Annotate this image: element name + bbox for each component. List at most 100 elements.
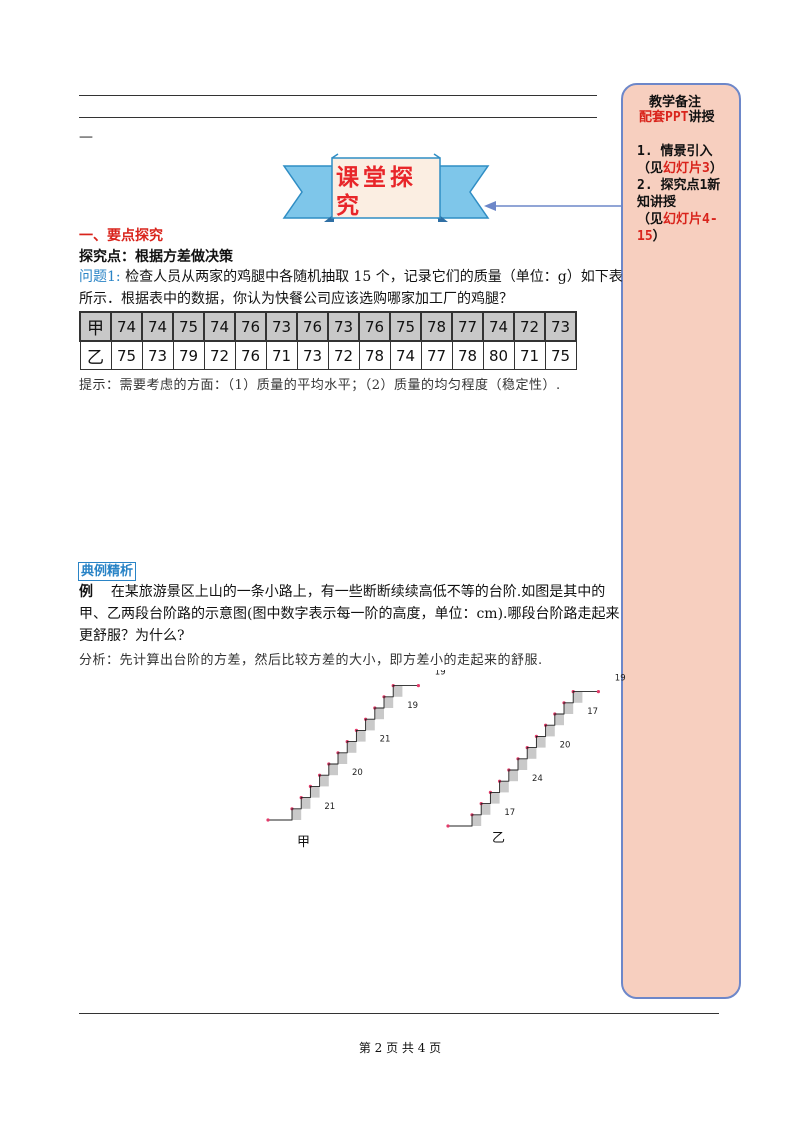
- problem-text-1: 检查人员从两家的鸡腿中各随机抽取 15 个，记录它们的质量（单位：g）如下表: [125, 269, 623, 285]
- step-height-label-yi: 19: [615, 673, 626, 683]
- stair-step: [518, 758, 528, 770]
- table-cell: 74: [482, 311, 515, 342]
- sidebar-note-fragment: 配套PPT: [639, 110, 689, 125]
- table-cell: 77: [420, 340, 453, 370]
- section-heading: 一、要点探究: [79, 228, 163, 244]
- stair-point: [446, 824, 450, 828]
- banner-text: 课堂探究: [336, 165, 417, 219]
- table-cell: 78: [420, 311, 453, 342]
- stair-step: [573, 691, 583, 703]
- page-number: 第 2 页 共 4 页: [358, 1041, 442, 1055]
- stair-step: [319, 775, 329, 787]
- sidebar-note-line: （见幻灯片4-: [637, 211, 718, 228]
- stair-step: [384, 696, 394, 708]
- sidebar-note-fragment: ）: [709, 161, 723, 176]
- problem-line-1: 问题1: 检查人员从两家的鸡腿中各随机抽取 15 个，记录它们的质量（单位：g）…: [79, 266, 623, 288]
- classroom-inquiry-banner: 课堂探究: [276, 152, 496, 232]
- stair-point: [266, 818, 270, 822]
- table-cell: 78: [358, 340, 391, 370]
- stair-step: [301, 797, 311, 809]
- stair-outline: [448, 691, 599, 827]
- step-height-label-jia: 19: [435, 670, 446, 677]
- example-line-1: 例 在某旅游景区上山的一条小路上，有一些断断续续高低不等的台阶.如图是其中的: [79, 581, 605, 603]
- sidebar-note-fragment: （见: [637, 161, 664, 176]
- example-text-1: 在某旅游景区上山的一条小路上，有一些断断续续高低不等的台阶.如图是其中的: [110, 584, 606, 600]
- figure-caption-jia: 甲: [297, 835, 311, 850]
- table-row-label: 甲: [79, 311, 112, 342]
- stair-step: [347, 741, 357, 753]
- stair-step: [564, 702, 574, 714]
- table-cell: 74: [141, 311, 174, 342]
- problem-line-2: 所示．根据表中的数据，你认为快餐公司应该选购哪家加工厂的鸡腿？: [79, 291, 513, 307]
- stair-step: [393, 685, 403, 697]
- stair-step: [472, 814, 482, 826]
- sidebar-note-fragment: 讲授: [688, 110, 715, 125]
- sidebar-note-line: （见幻灯片3）: [637, 160, 723, 177]
- table-cell: 75: [110, 340, 143, 370]
- table-cell: 75: [172, 311, 205, 342]
- sidebar-note-fragment: 幻灯片4-: [663, 212, 718, 227]
- table-cell: 72: [203, 340, 236, 370]
- table-cell: 71: [513, 340, 546, 370]
- table-cell: 78: [451, 340, 484, 370]
- table-cell: 73: [327, 311, 360, 342]
- table-cell: 74: [203, 311, 236, 342]
- stair-step: [499, 781, 509, 793]
- table-cell: 72: [327, 340, 360, 370]
- example-tag: 典例精析: [78, 562, 137, 581]
- analysis-text: 分析：先计算出台阶的方差，然后比较方差的大小，即方差小的走起来的舒服.: [79, 653, 543, 668]
- step-height-label-jia: 21: [324, 802, 335, 812]
- table-cell: 76: [358, 311, 391, 342]
- table-cell: 73: [544, 311, 577, 342]
- footer-rule: [79, 1013, 719, 1014]
- sidebar-note-fragment: 知讲授: [637, 195, 677, 210]
- problem-label: 问题1:: [79, 269, 121, 285]
- step-height-label-jia: 21: [380, 735, 391, 745]
- header-rule-1: [79, 95, 597, 96]
- step-height-label-jia: 20: [352, 768, 363, 778]
- table-cell: 75: [389, 311, 422, 342]
- sidebar-note-line: 15）: [637, 228, 666, 245]
- step-height-label-yi: 20: [560, 741, 571, 751]
- table-cell: 76: [296, 311, 329, 342]
- stair-outline: [268, 685, 419, 821]
- example-line-3: 更舒服？为什么?: [79, 628, 185, 644]
- stair-step: [338, 752, 348, 764]
- example-line-2: 甲、乙两段台阶路的示意图(图中数字表示每一阶的高度，单位：cm).哪段台阶路走起…: [79, 606, 620, 622]
- table-cell: 73: [265, 311, 298, 342]
- stair-step: [365, 719, 375, 731]
- step-height-label-yi: 17: [587, 707, 598, 717]
- sidebar-title: 教学备注: [649, 95, 702, 110]
- sidebar-note-line: 2. 探究点1新: [637, 177, 720, 194]
- stair-step: [481, 803, 491, 815]
- table-cell: 71: [265, 340, 298, 370]
- table-cell: 79: [172, 340, 205, 370]
- table-cell: 73: [296, 340, 329, 370]
- sidebar-note-fragment: ）: [652, 229, 666, 244]
- staircase-figure: 212021191920172420171923: [266, 670, 626, 828]
- stair-step: [292, 808, 302, 820]
- sidebar-note-fragment: （见: [637, 212, 664, 227]
- table-cell: 73: [141, 340, 174, 370]
- stair-step: [328, 764, 338, 776]
- table-cell: 72: [513, 311, 546, 342]
- table-cell: 76: [234, 340, 267, 370]
- table-row-label: 乙: [79, 340, 112, 370]
- table-cell: 75: [544, 340, 577, 370]
- sidebar-note-line: 1. 情景引入: [637, 143, 712, 160]
- pointer-arrow: [484, 201, 623, 211]
- sidebar-note-line: 知讲授: [637, 194, 676, 211]
- stair-step: [545, 725, 555, 737]
- stair-step: [310, 786, 320, 798]
- ribbon-shape: [282, 153, 490, 222]
- hint-text: 提示：需要考虑的方面：（1）质量的平均水平；（2）质量的均匀程度（稳定性）.: [79, 378, 561, 393]
- sidebar-note-fragment: 15: [637, 229, 653, 244]
- stair-point: [416, 684, 420, 688]
- sidebar-note-line: 配套PPT讲授: [639, 109, 715, 126]
- stair-point: [596, 690, 600, 694]
- header-dash: —: [79, 129, 93, 145]
- stair-step: [554, 714, 564, 726]
